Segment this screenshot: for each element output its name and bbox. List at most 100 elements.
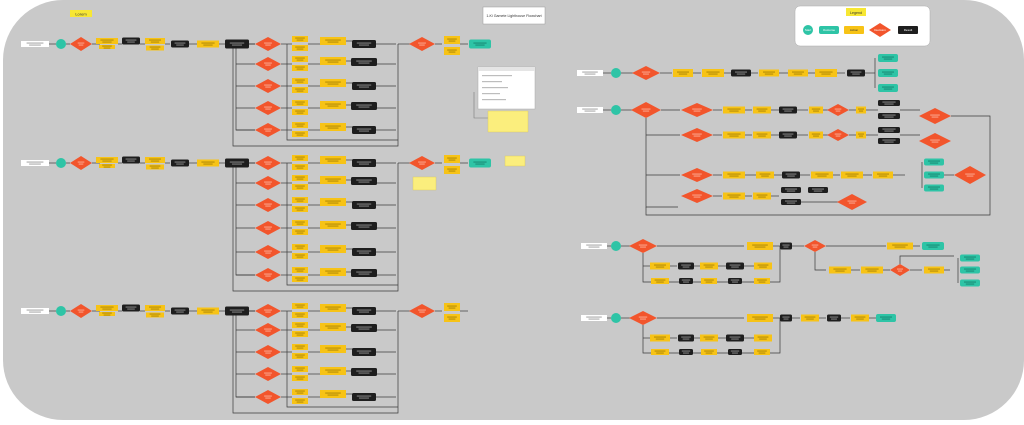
result-node[interactable] [878,127,900,133]
result-node[interactable] [351,324,377,332]
action-node[interactable] [320,37,346,45]
result-node[interactable] [171,40,189,48]
action-node[interactable] [292,155,308,161]
action-node[interactable] [924,266,944,274]
result-node[interactable] [679,278,693,284]
decision-node[interactable] [255,57,281,71]
action-node[interactable] [292,164,308,170]
action-node[interactable] [292,87,308,93]
decision-node[interactable] [70,304,92,318]
result-node[interactable] [878,100,900,106]
action-node[interactable] [320,123,346,131]
outcome-node[interactable] [878,84,898,92]
result-node[interactable] [352,126,376,134]
action-node[interactable] [320,268,346,276]
result-node[interactable] [678,334,694,342]
result-node[interactable] [779,131,797,139]
action-node[interactable] [99,164,115,168]
start-node[interactable] [56,158,66,168]
action-node[interactable] [292,366,308,372]
result-node[interactable] [351,269,377,277]
decision-node[interactable] [255,268,281,282]
action-node[interactable] [292,175,308,181]
action-node[interactable] [320,176,346,184]
action-node[interactable] [723,171,745,179]
action-node[interactable] [146,312,164,318]
action-node[interactable] [856,106,866,114]
action-node[interactable] [809,131,823,139]
result-node[interactable] [171,307,189,315]
action-node[interactable] [809,106,823,114]
result-node[interactable] [780,242,792,250]
decision-node[interactable] [919,133,951,149]
action-node[interactable] [887,242,913,250]
start-node[interactable] [611,68,621,78]
start-node[interactable] [611,241,621,251]
action-node[interactable] [292,122,308,128]
action-node[interactable] [723,131,745,139]
result-node[interactable] [171,159,189,167]
decision-node[interactable] [255,367,281,381]
action-node[interactable] [754,262,772,270]
result-node[interactable] [847,69,865,77]
action-node[interactable] [673,69,693,77]
board-title-card[interactable] [482,6,546,25]
action-node[interactable] [292,78,308,84]
action-node[interactable] [292,312,308,318]
action-node[interactable] [811,171,833,179]
outcome-node[interactable] [924,158,944,166]
result-node[interactable] [878,113,900,119]
outcome-node[interactable] [924,171,944,179]
entry-label-node[interactable] [577,107,603,113]
decision-node[interactable] [255,37,281,51]
action-node[interactable] [292,267,308,273]
result-node[interactable] [779,106,797,114]
result-node[interactable] [351,177,377,185]
action-node[interactable] [292,100,308,106]
start-node[interactable] [56,39,66,49]
result-node[interactable] [122,304,140,312]
entry-label-node[interactable] [21,41,49,47]
action-node[interactable] [861,266,883,274]
result-node[interactable] [351,368,377,376]
entry-label-node[interactable] [581,243,607,249]
decision-node[interactable] [919,108,951,124]
action-node[interactable] [292,244,308,250]
action-node[interactable] [145,305,165,311]
result-node[interactable] [731,69,751,77]
action-node[interactable] [99,312,115,316]
action-node[interactable] [96,305,118,311]
result-node[interactable] [678,262,694,270]
action-node[interactable] [444,155,460,163]
result-node[interactable] [352,40,376,48]
action-node[interactable] [444,303,460,311]
decision-node[interactable] [631,102,661,118]
action-node[interactable] [292,184,308,190]
action-node[interactable] [753,131,771,139]
entry-label-node[interactable] [581,315,607,321]
action-node[interactable] [700,262,718,270]
result-node[interactable] [878,138,900,144]
decision-node[interactable] [255,156,281,170]
action-node[interactable] [146,164,164,170]
decision-node[interactable] [70,156,92,170]
decision-node[interactable] [255,101,281,115]
result-node[interactable] [827,314,841,322]
sticky-note[interactable] [504,155,526,167]
result-node[interactable] [352,393,376,401]
result-node[interactable] [726,334,744,342]
action-node[interactable] [801,314,819,322]
result-node[interactable] [352,82,376,90]
outcome-node[interactable] [878,69,898,77]
result-node[interactable] [726,262,744,270]
decision-node[interactable] [827,129,849,141]
action-node[interactable] [856,131,866,139]
action-node[interactable] [444,47,460,55]
outcome-node[interactable] [878,54,898,62]
action-node[interactable] [788,69,808,77]
decision-node[interactable] [632,66,660,80]
entry-label-node[interactable] [577,70,603,76]
decision-node[interactable] [409,156,435,170]
result-node[interactable] [122,37,140,45]
action-node[interactable] [753,106,771,114]
